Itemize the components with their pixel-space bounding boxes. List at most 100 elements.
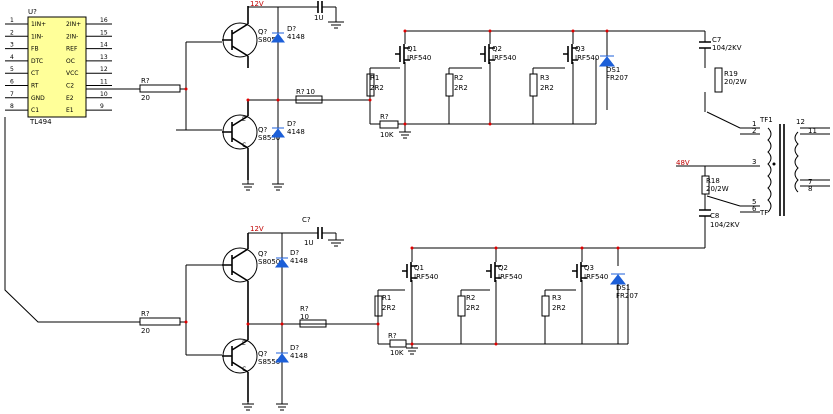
junction bbox=[494, 246, 498, 250]
junction bbox=[403, 29, 407, 33]
bot-ds1-part: FR207 bbox=[616, 292, 638, 300]
top-diode-wires bbox=[248, 7, 340, 101]
top-ds1-part: FR207 bbox=[606, 74, 628, 82]
top-ds1-ref: DS1 bbox=[606, 66, 620, 74]
junction bbox=[410, 342, 414, 346]
ground-icon bbox=[406, 344, 418, 355]
ground-icon bbox=[328, 21, 344, 29]
ic-pin-name: CT bbox=[31, 70, 39, 77]
bot-diode-1-icon bbox=[275, 258, 289, 268]
tf-sec-header: 12 bbox=[796, 118, 805, 126]
bottom-mosfet-bank: R1 2R2 R2 2R2 R3 2R2 Q1 IRF540 Q2 IRF540… bbox=[345, 246, 705, 357]
top-base-wires bbox=[176, 41, 222, 131]
c7-val: 104/2KV bbox=[712, 44, 742, 52]
transformer: TF1 TF 1 2 3 5 6 12 11 7 8 bbox=[740, 116, 830, 217]
bot-mos-2-ref: Q2 bbox=[498, 264, 508, 272]
top-driver-stage: R? 20 Q? S8050 Q? S8550 E C 12V C? 1U D?… bbox=[139, 0, 344, 191]
ic-pins: 11IN+21IN-3FB4DTC5CT6RT7GND8C1162IN+152I… bbox=[5, 17, 112, 114]
ic-pin-number: 16 bbox=[100, 17, 108, 24]
bot-res-3-ref: R3 bbox=[552, 294, 561, 302]
bot-mosfet-1-icon bbox=[402, 262, 417, 282]
pin-label: C bbox=[242, 366, 246, 373]
c8-val: 104/2KV bbox=[710, 221, 740, 229]
bot-d2-val: 4148 bbox=[290, 352, 308, 360]
bot-r-in-val: 20 bbox=[141, 327, 150, 335]
tf-primary-winding bbox=[767, 127, 772, 213]
ground-icon bbox=[399, 124, 411, 139]
r19 bbox=[714, 67, 723, 93]
pin-label: E bbox=[242, 340, 246, 347]
supply-label: 48V bbox=[676, 159, 690, 167]
bot-r-pull bbox=[389, 339, 407, 348]
bot-gate-res-3 bbox=[541, 295, 550, 317]
top-r-pull-ref: R? bbox=[380, 113, 389, 121]
top-r-in-val: 20 bbox=[141, 94, 150, 102]
tl494-ic: U? TL494 11IN+21IN-3FB4DTC5CT6RT7GND8C11… bbox=[5, 8, 112, 126]
ic-pin-name: REF bbox=[66, 46, 78, 53]
bot-d2-ref: D? bbox=[290, 344, 299, 352]
ic-pin-number: 11 bbox=[100, 79, 108, 86]
junction bbox=[605, 29, 609, 33]
c8-ref: C8 bbox=[710, 212, 719, 220]
bot-mos-3-part: IRF540 bbox=[584, 273, 608, 281]
top-npn-part: S8050 bbox=[258, 36, 280, 44]
tf-pin-label: 5 bbox=[752, 198, 756, 206]
bot-res-1-ref: R1 bbox=[382, 294, 391, 302]
ic-pin-name: 2IN+ bbox=[66, 21, 81, 28]
ground-icon bbox=[328, 239, 344, 247]
junction bbox=[403, 122, 407, 126]
top-r-pull bbox=[379, 120, 399, 129]
junction bbox=[376, 322, 380, 326]
top-res-3-val: 2R2 bbox=[540, 84, 554, 92]
top-cap bbox=[317, 1, 323, 13]
ground-icon bbox=[276, 402, 288, 411]
junction bbox=[184, 320, 188, 324]
ic-pin-name: GND bbox=[31, 95, 45, 102]
bot-base-wires bbox=[180, 264, 222, 356]
top-res-2-ref: R2 bbox=[454, 74, 463, 82]
ic-pin-name: 1IN- bbox=[31, 33, 43, 40]
bot-r-gate-ref: R? bbox=[300, 305, 309, 313]
junction bbox=[488, 29, 492, 33]
top-res-1-val: 2R2 bbox=[370, 84, 384, 92]
c8-cap bbox=[699, 209, 711, 217]
bot-diode-wires bbox=[248, 233, 345, 325]
bot-res-2-ref: R2 bbox=[466, 294, 475, 302]
ic-pin-name: RT bbox=[31, 83, 39, 90]
top-mos-1-part: IRF540 bbox=[407, 54, 431, 62]
top-mos-2-ref: Q2 bbox=[492, 45, 502, 53]
bot-mos-1-ref: Q1 bbox=[414, 264, 424, 272]
ic-pin-number: 1 bbox=[10, 17, 14, 24]
top-source-wires bbox=[404, 62, 574, 124]
ic-pin-number: 12 bbox=[100, 66, 108, 73]
top-npn-leads bbox=[222, 6, 249, 68]
wire-ic-bottom bbox=[4, 117, 140, 323]
top-res-2-val: 2R2 bbox=[454, 84, 468, 92]
ic-part-label: TL494 bbox=[29, 118, 52, 126]
ic-pin-number: 15 bbox=[100, 29, 108, 36]
c7-cap bbox=[699, 41, 711, 49]
bot-r-in-ref: R? bbox=[141, 310, 150, 318]
top-pnp-leads bbox=[222, 100, 249, 180]
top-mosfet-3-icon bbox=[563, 44, 578, 64]
tf-core bbox=[779, 124, 785, 216]
snubber-bottom-wires bbox=[704, 166, 741, 248]
ic-pin-number: 4 bbox=[10, 54, 14, 61]
tf-secondary-winding bbox=[794, 131, 799, 193]
bot-mosfet-3-icon bbox=[572, 262, 587, 282]
top-pnp-ref: Q? bbox=[258, 126, 268, 134]
snubber-top-wires bbox=[704, 31, 741, 129]
top-ds1-icon bbox=[598, 56, 616, 67]
top-d2-ref: D? bbox=[287, 120, 296, 128]
bot-cap-ref: C? bbox=[302, 216, 311, 224]
top-gate-res-wires bbox=[369, 67, 565, 124]
bot-gate-res-2 bbox=[457, 295, 466, 317]
ic-pin-number: 5 bbox=[10, 66, 14, 73]
bot-d1-ref: D? bbox=[290, 249, 299, 257]
top-diode-1-icon bbox=[271, 33, 285, 43]
bot-drain-bus bbox=[411, 247, 705, 266]
top-res-3-ref: R3 bbox=[540, 74, 549, 82]
ic-pin-name: FB bbox=[31, 46, 39, 53]
top-gate-res-3 bbox=[529, 73, 538, 97]
top-vcc-rail bbox=[248, 6, 337, 22]
